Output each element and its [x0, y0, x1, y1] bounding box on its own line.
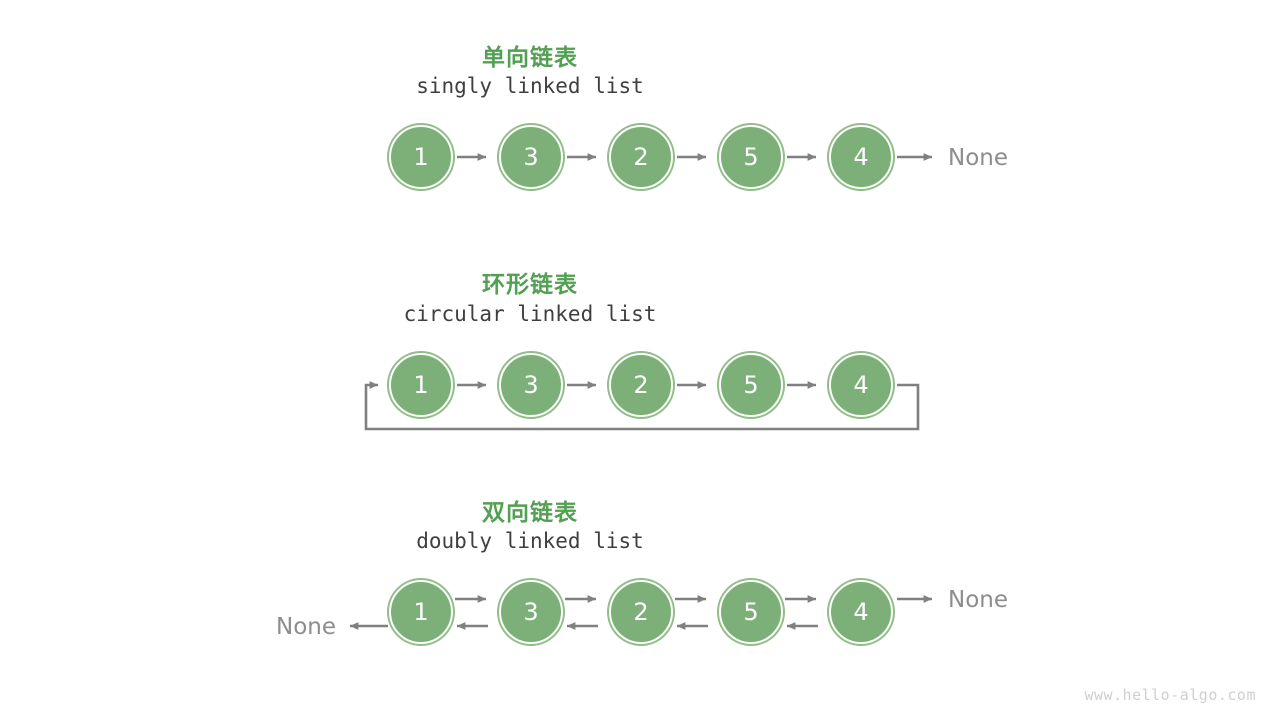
doubly-node-4-value: 4: [853, 598, 869, 626]
doubly-node-3-value: 5: [743, 598, 759, 626]
circular-title-en: circular linked list: [403, 302, 657, 326]
singly-title-cn: 单向链表: [482, 45, 578, 71]
doubly-title-cn: 双向链表: [482, 500, 578, 526]
circular-title-cn: 环形链表: [482, 272, 578, 298]
circular-node-0-value: 1: [413, 371, 429, 399]
circular-node-2-value: 2: [633, 371, 649, 399]
circular-node-2: 2: [609, 353, 673, 417]
singly-node-0-value: 1: [413, 143, 429, 171]
singly-title-en: singly linked list: [416, 74, 644, 98]
circular-node-1: 3: [499, 353, 563, 417]
circular-node-3: 5: [719, 353, 783, 417]
doubly-node-1: 3: [499, 580, 563, 644]
circular-loopback-path: [364, 381, 920, 431]
singly-node-1: 3: [499, 125, 563, 189]
doubly-node-3: 5: [719, 580, 783, 644]
singly-node-3: 5: [719, 125, 783, 189]
doubly-node-0-value: 1: [413, 598, 429, 626]
circular-node-3-value: 5: [743, 371, 759, 399]
singly-node-2: 2: [609, 125, 673, 189]
singly-node-1-value: 3: [523, 143, 539, 171]
circular-node-1-value: 3: [523, 371, 539, 399]
singly-node-2-value: 2: [633, 143, 649, 171]
singly-node-4-value: 4: [853, 143, 869, 171]
doubly-tail-none-label: None: [948, 587, 1009, 613]
circular-node-0: 1: [389, 353, 453, 417]
doubly-node-0: 1: [389, 580, 453, 644]
singly-node-0: 1: [389, 125, 453, 189]
watermark: www.hello-algo.com: [1084, 686, 1256, 704]
doubly-node-1-value: 3: [523, 598, 539, 626]
doubly-node-2: 2: [609, 580, 673, 644]
doubly-title-en: doubly linked list: [416, 529, 644, 553]
doubly-node-2-value: 2: [633, 598, 649, 626]
circular-node-4-value: 4: [853, 371, 869, 399]
doubly-node-4: 4: [829, 580, 893, 644]
singly-tail-none-label: None: [948, 145, 1009, 171]
circular-node-4: 4: [829, 353, 893, 417]
singly-node-4: 4: [829, 125, 893, 189]
singly-node-3-value: 5: [743, 143, 759, 171]
doubly-head-none-label: None: [276, 614, 337, 640]
